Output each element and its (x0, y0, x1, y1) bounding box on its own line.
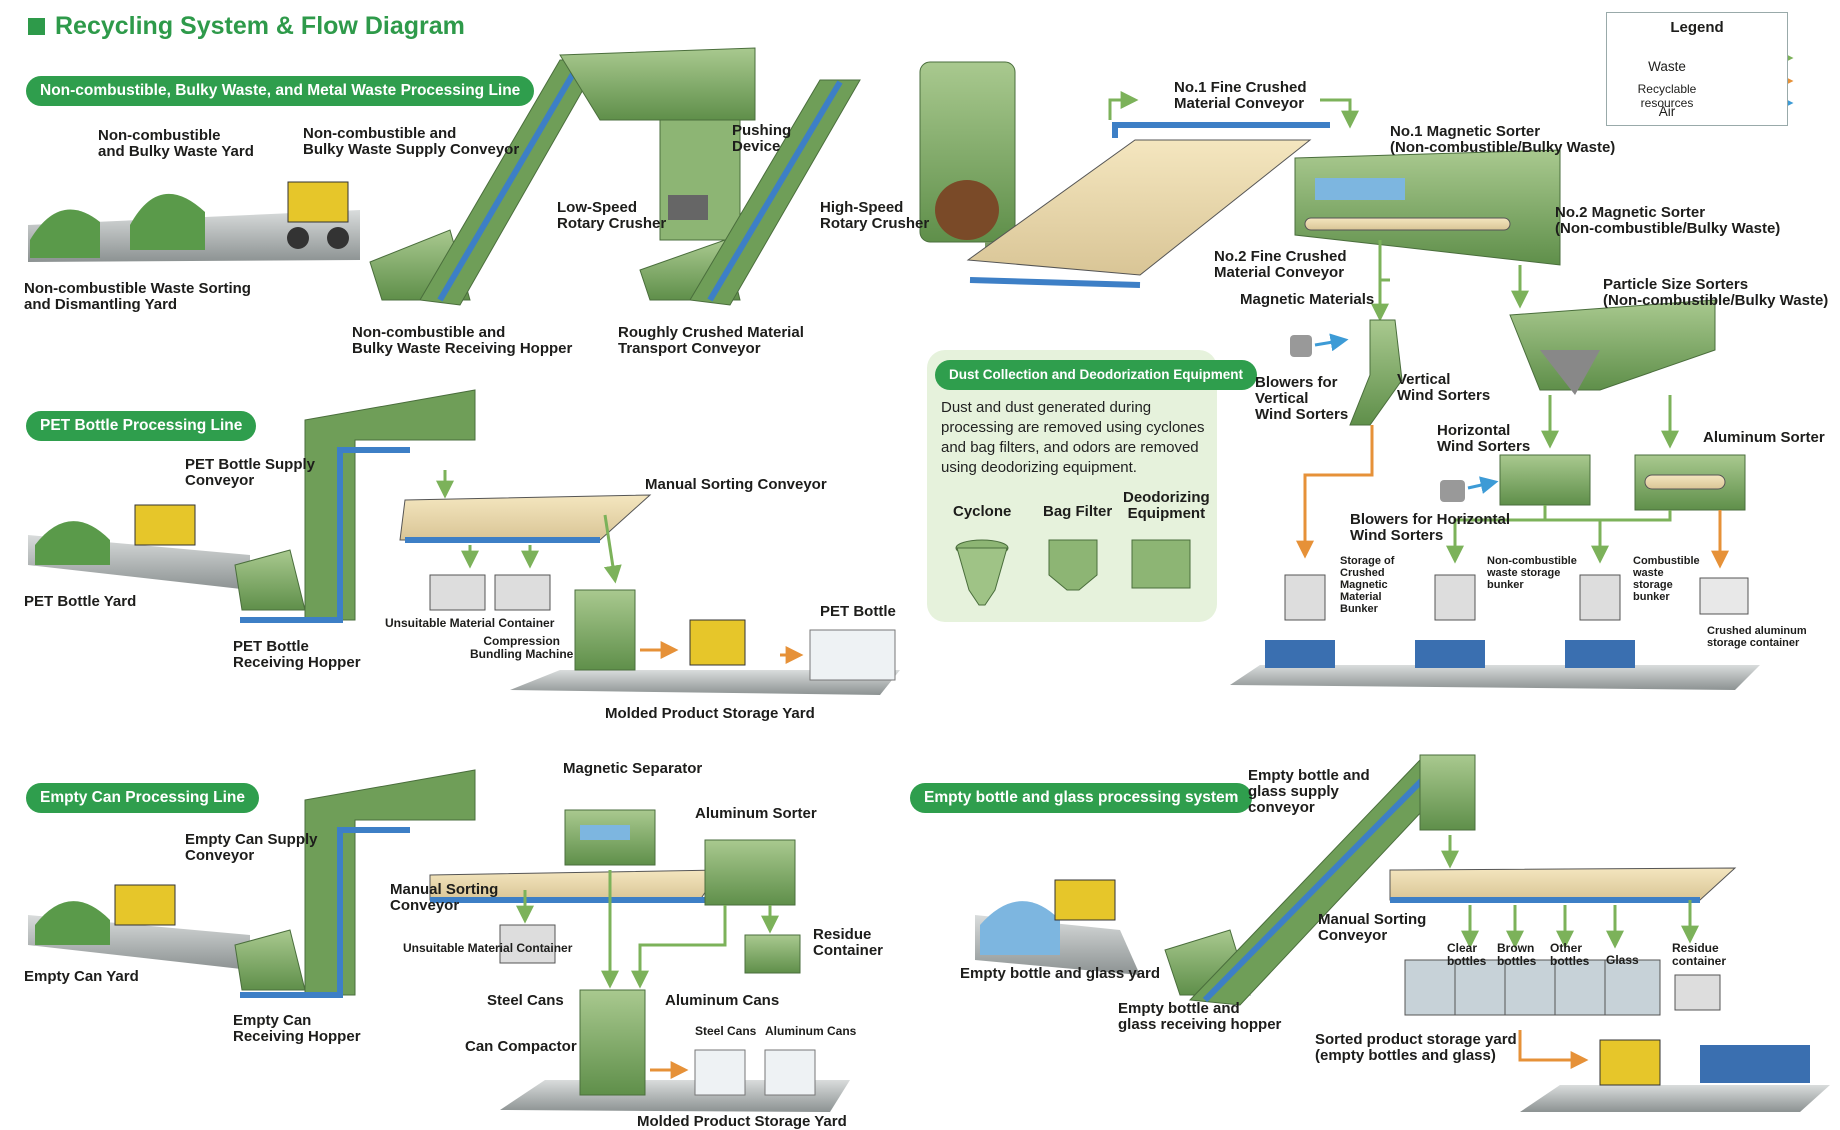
bulky-line-art (28, 47, 1760, 690)
label-glass-supply: Empty bottle and glass supply conveyor (1248, 767, 1370, 816)
label-other-bottles: Other bottles (1550, 941, 1590, 968)
label-noncomb-bunker: Non-combustible waste storage bunker (1487, 555, 1577, 591)
label-particle-sorters: Particle Size Sorters (Non-combustible/B… (1603, 276, 1829, 309)
label-molded-yard-pet: Molded Product Storage Yard (605, 705, 815, 722)
label-fine2: No.2 Fine Crushed Material Conveyor (1214, 248, 1347, 281)
label-brown-bottles: Brown bottles (1497, 941, 1537, 968)
label-magnetic-materials: Magnetic Materials (1240, 291, 1375, 308)
label-aluminum-cans-small: Aluminum Cans (765, 1024, 857, 1038)
label-horizontal-sorters: Horizontal Wind Sorters (1437, 422, 1531, 455)
label-pet-supply: PET Bottle Supply Conveyor (185, 456, 316, 489)
label-pet-bottle: PET Bottle (820, 603, 896, 620)
label-molded-yard-can: Molded Product Storage Yard (637, 1113, 847, 1130)
label-blowers-horizontal: Blowers for Horizontal Wind Sorters (1350, 511, 1511, 544)
label-receiving-hopper: Non-combustible and Bulky Waste Receivin… (352, 324, 573, 357)
label-compression: Compression Bundling Machine (470, 634, 574, 661)
label-magnetic-separator: Magnetic Separator (563, 760, 703, 777)
section-bulky: Non-combustible, Bulky Waste, and Metal … (26, 76, 535, 106)
legend-title: Legend (1670, 19, 1724, 36)
label-clear-bottles: Clear bottles (1447, 941, 1487, 968)
label-manual-sort-pet: Manual Sorting Conveyor (645, 476, 827, 493)
label-yard: Non-combustible and Bulky Waste Yard (98, 127, 254, 160)
label-sorting-yard: Non-combustible Waste Sorting and Disman… (24, 280, 251, 313)
section-dust: Dust Collection and Deodorization Equipm… (935, 360, 1258, 390)
label-manual-sort-glass: Manual Sorting Conveyor (1318, 911, 1427, 944)
label-aluminum-cans: Aluminum Cans (665, 992, 780, 1009)
label-can-compactor: Can Compactor (465, 1038, 577, 1055)
label-high-speed-crusher: High-Speed Rotary Crusher (820, 199, 930, 232)
dust-equipment-icons (955, 539, 1191, 606)
label-can-hopper: Empty Can Receiving Hopper (233, 1012, 361, 1045)
label-rough-conveyor: Roughly Crushed Material Transport Conve… (618, 324, 804, 357)
legend-item-recyclable: Recyclable resources (1637, 82, 1697, 110)
label-pushing-device: Pushing Device (732, 122, 792, 155)
label-supply-conveyor: Non-combustible and Bulky Waste Supply C… (303, 125, 520, 158)
cyclone-label: Cyclone (953, 503, 1012, 520)
page-title: Recycling System & Flow Diagram (28, 12, 465, 41)
bag-filter-label: Bag Filter (1043, 503, 1113, 520)
title-text: Recycling System & Flow Diagram (55, 12, 465, 40)
label-steel-cans: Steel Cans (487, 992, 564, 1009)
dust-collection-panel: Dust Collection and Deodorization Equipm… (927, 350, 1258, 622)
label-al-sorter-can: Aluminum Sorter (695, 805, 817, 822)
label-mag1: No.1 Magnetic Sorter (Non-combustible/Bu… (1390, 123, 1616, 156)
label-sorted-yard: Sorted product storage yard (empty bottl… (1315, 1031, 1517, 1064)
legend-item-waste: Waste (1648, 59, 1686, 74)
label-storage-magnetic: Storage of Crushed Magnetic Material Bun… (1340, 555, 1395, 615)
label-unsuitable-pet: Unsuitable Material Container (385, 616, 555, 630)
pet-line-art (28, 389, 900, 695)
label-can-yard: Empty Can Yard (24, 968, 139, 985)
label-manual-sort-can: Manual Sorting Conveyor (390, 881, 499, 914)
label-fine1: No.1 Fine Crushed Material Conveyor (1174, 79, 1307, 112)
label-blowers-vertical: Blowers for Vertical Wind Sorters (1255, 374, 1349, 423)
label-residue-glass: Residue container (1672, 941, 1727, 968)
title-square-icon (28, 18, 45, 35)
label-pet-hopper: PET Bottle Receiving Hopper (233, 638, 361, 671)
label-residue-container: Residue Container (813, 926, 884, 959)
label-glass-yard: Empty bottle and glass yard (960, 965, 1161, 982)
deodorizing-label: Deodorizing Equipment (1123, 489, 1210, 522)
label-vertical-sorters: Vertical Wind Sorters (1397, 371, 1491, 404)
label-aluminum-sorter-top: Aluminum Sorter (1703, 429, 1825, 446)
can-line-art (28, 769, 850, 1112)
glass-line-art (975, 754, 1830, 1112)
label-crushed-aluminum: Crushed aluminum storage container (1707, 625, 1807, 649)
label-steel-cans-small: Steel Cans (695, 1024, 757, 1038)
label-can-supply: Empty Can Supply Conveyor (185, 831, 318, 864)
label-comb-bunker: Combustible waste storage bunker (1633, 555, 1700, 603)
legend: Legend Waste Recyclable resources Air (1606, 12, 1788, 126)
section-can: Empty Can Processing Line (26, 783, 259, 813)
label-unsuitable-can: Unsuitable Material Container (403, 941, 573, 955)
section-pet: PET Bottle Processing Line (26, 411, 257, 441)
dust-description: Dust and dust generated during processin… (941, 399, 1205, 476)
label-mag2: No.2 Magnetic Sorter (Non-combustible/Bu… (1555, 204, 1781, 237)
label-low-speed-crusher: Low-Speed Rotary Crusher (557, 199, 667, 232)
label-pet-yard: PET Bottle Yard (24, 593, 137, 610)
label-glass: Glass (1606, 953, 1639, 967)
legend-item-air: Air (1658, 104, 1676, 119)
label-glass-hopper: Empty bottle and glass receiving hopper (1118, 1000, 1282, 1033)
section-glass: Empty bottle and glass processing system (910, 783, 1253, 813)
